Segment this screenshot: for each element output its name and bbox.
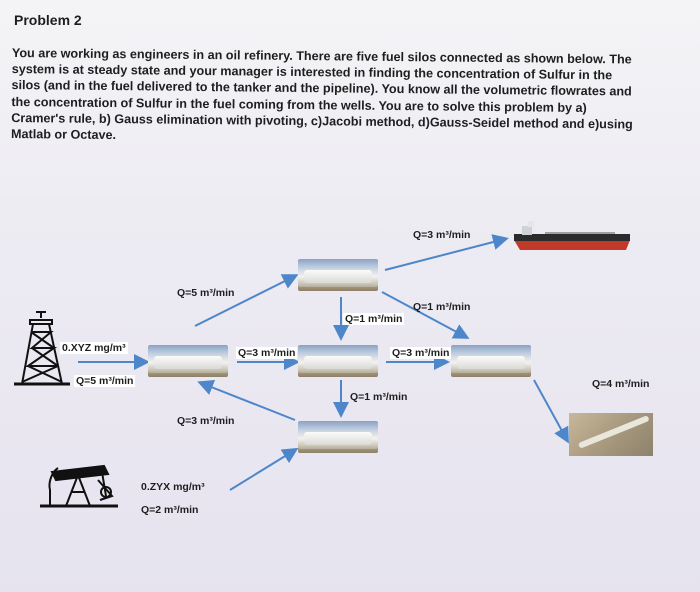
arrow-silo4-to-pipeline — [533, 379, 569, 444]
label-silo3-silo4-text: Q=3 m³/min — [390, 347, 452, 359]
label-well1-concentration-text: 0.XYZ mg/m³ — [60, 342, 128, 354]
silo-1 — [148, 345, 228, 377]
silo-3 — [298, 345, 378, 377]
label-silo1-silo3-text: Q=3 m³/min — [236, 347, 298, 359]
label-well1-flow: Q=5 m³/min — [74, 375, 136, 387]
label-well1-concentration: 0.XYZ mg/m³ — [60, 342, 128, 354]
silo-5 — [298, 421, 378, 453]
label-silo3-silo5-flow: Q=1 m³/min — [350, 391, 408, 403]
pipeline-photo — [569, 413, 653, 456]
oil-derrick-icon — [14, 311, 70, 386]
arrow-silo2-to-tanker — [384, 234, 509, 271]
label-pipeline-flow: Q=4 m³/min — [592, 378, 650, 390]
label-tanker-flow: Q=3 m³/min — [413, 229, 471, 241]
label-silo2-silo4-flow: Q=1 m³/min — [413, 301, 471, 313]
silo-4 — [451, 345, 531, 377]
silo-2 — [298, 259, 378, 291]
label-well2-concentration: 0.ZYX mg/m³ — [141, 481, 205, 493]
arrow-silo5-to-silo1 — [197, 379, 296, 421]
pumpjack-icon — [40, 464, 118, 508]
label-silo5-silo1-flow: Q=3 m³/min — [177, 415, 235, 427]
label-silo1-silo2-flow: Q=5 m³/min — [177, 287, 235, 299]
problem-title: Problem 2 — [14, 12, 82, 28]
label-silo1-silo3-flow: Q=3 m³/min — [236, 347, 298, 359]
arrow-silo1-to-silo2 — [194, 274, 299, 327]
label-silo2-silo3-text: Q=1 m³/min — [343, 313, 405, 325]
label-silo3-silo4-flow: Q=3 m³/min — [390, 347, 452, 359]
tanker-ship-icon — [514, 221, 630, 250]
label-silo2-silo3-flow: Q=1 m³/min — [343, 313, 405, 325]
arrow-silo2-to-silo4 — [381, 291, 470, 339]
label-well1-flow-text: Q=5 m³/min — [74, 375, 136, 387]
label-well2-flow: Q=2 m³/min — [141, 504, 199, 516]
arrow-well2-to-silo5 — [229, 447, 299, 491]
